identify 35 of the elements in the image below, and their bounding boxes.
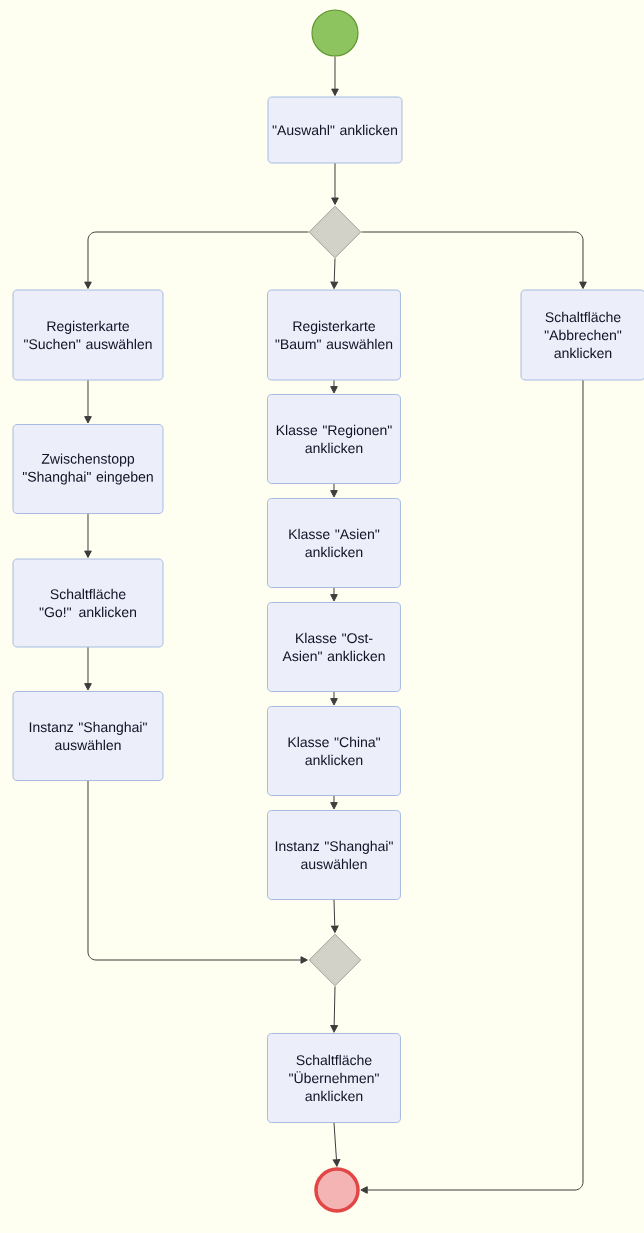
arrow [331,162,339,205]
end-circle [314,1167,360,1213]
arrow [361,231,587,289]
action-box: Schaltfläche "Übernehmen" anklicken [267,1033,401,1123]
arrow [84,231,309,289]
action-box: Schaltfläche "Go!" anklicken [12,558,164,648]
arrow [330,258,339,289]
arrow [330,691,338,706]
arrow [84,646,92,691]
arrow [330,379,338,394]
action-box: Registerkarte "Baum" auswählen [267,289,401,381]
arrow [330,899,339,933]
arrow [330,986,338,1033]
action-box: Klasse "China" anklicken [267,706,401,796]
action-box: Instanz "Shanghai" auswählen [267,810,401,900]
action-box: Registerkarte "Suchen" auswählen [12,289,164,381]
action-box: Schaltfläche "Abbrechen" anklicken [520,289,644,381]
action-box: Klasse "Ost-Asien" anklicken [267,602,401,692]
arrow [330,795,338,810]
action-box: Zwischenstopp "Shanghai" eingeben [12,424,164,514]
action-box: "Auswahl" anklicken [267,96,403,164]
arrow [84,513,92,558]
action-box: Klasse "Asien" anklicken [267,498,401,588]
arrow [360,379,584,1194]
decision-diamond [308,205,362,259]
action-box: Klasse "Regionen" anklicken [267,394,401,484]
arrow [330,483,338,498]
decision-diamond [308,933,362,987]
arrow [331,56,339,96]
arrow [84,379,92,424]
start-circle [311,9,359,57]
action-box: Instanz "Shanghai" auswählen [12,691,164,781]
arrow [332,1122,341,1167]
arrow [330,587,338,602]
arrow [87,780,308,964]
